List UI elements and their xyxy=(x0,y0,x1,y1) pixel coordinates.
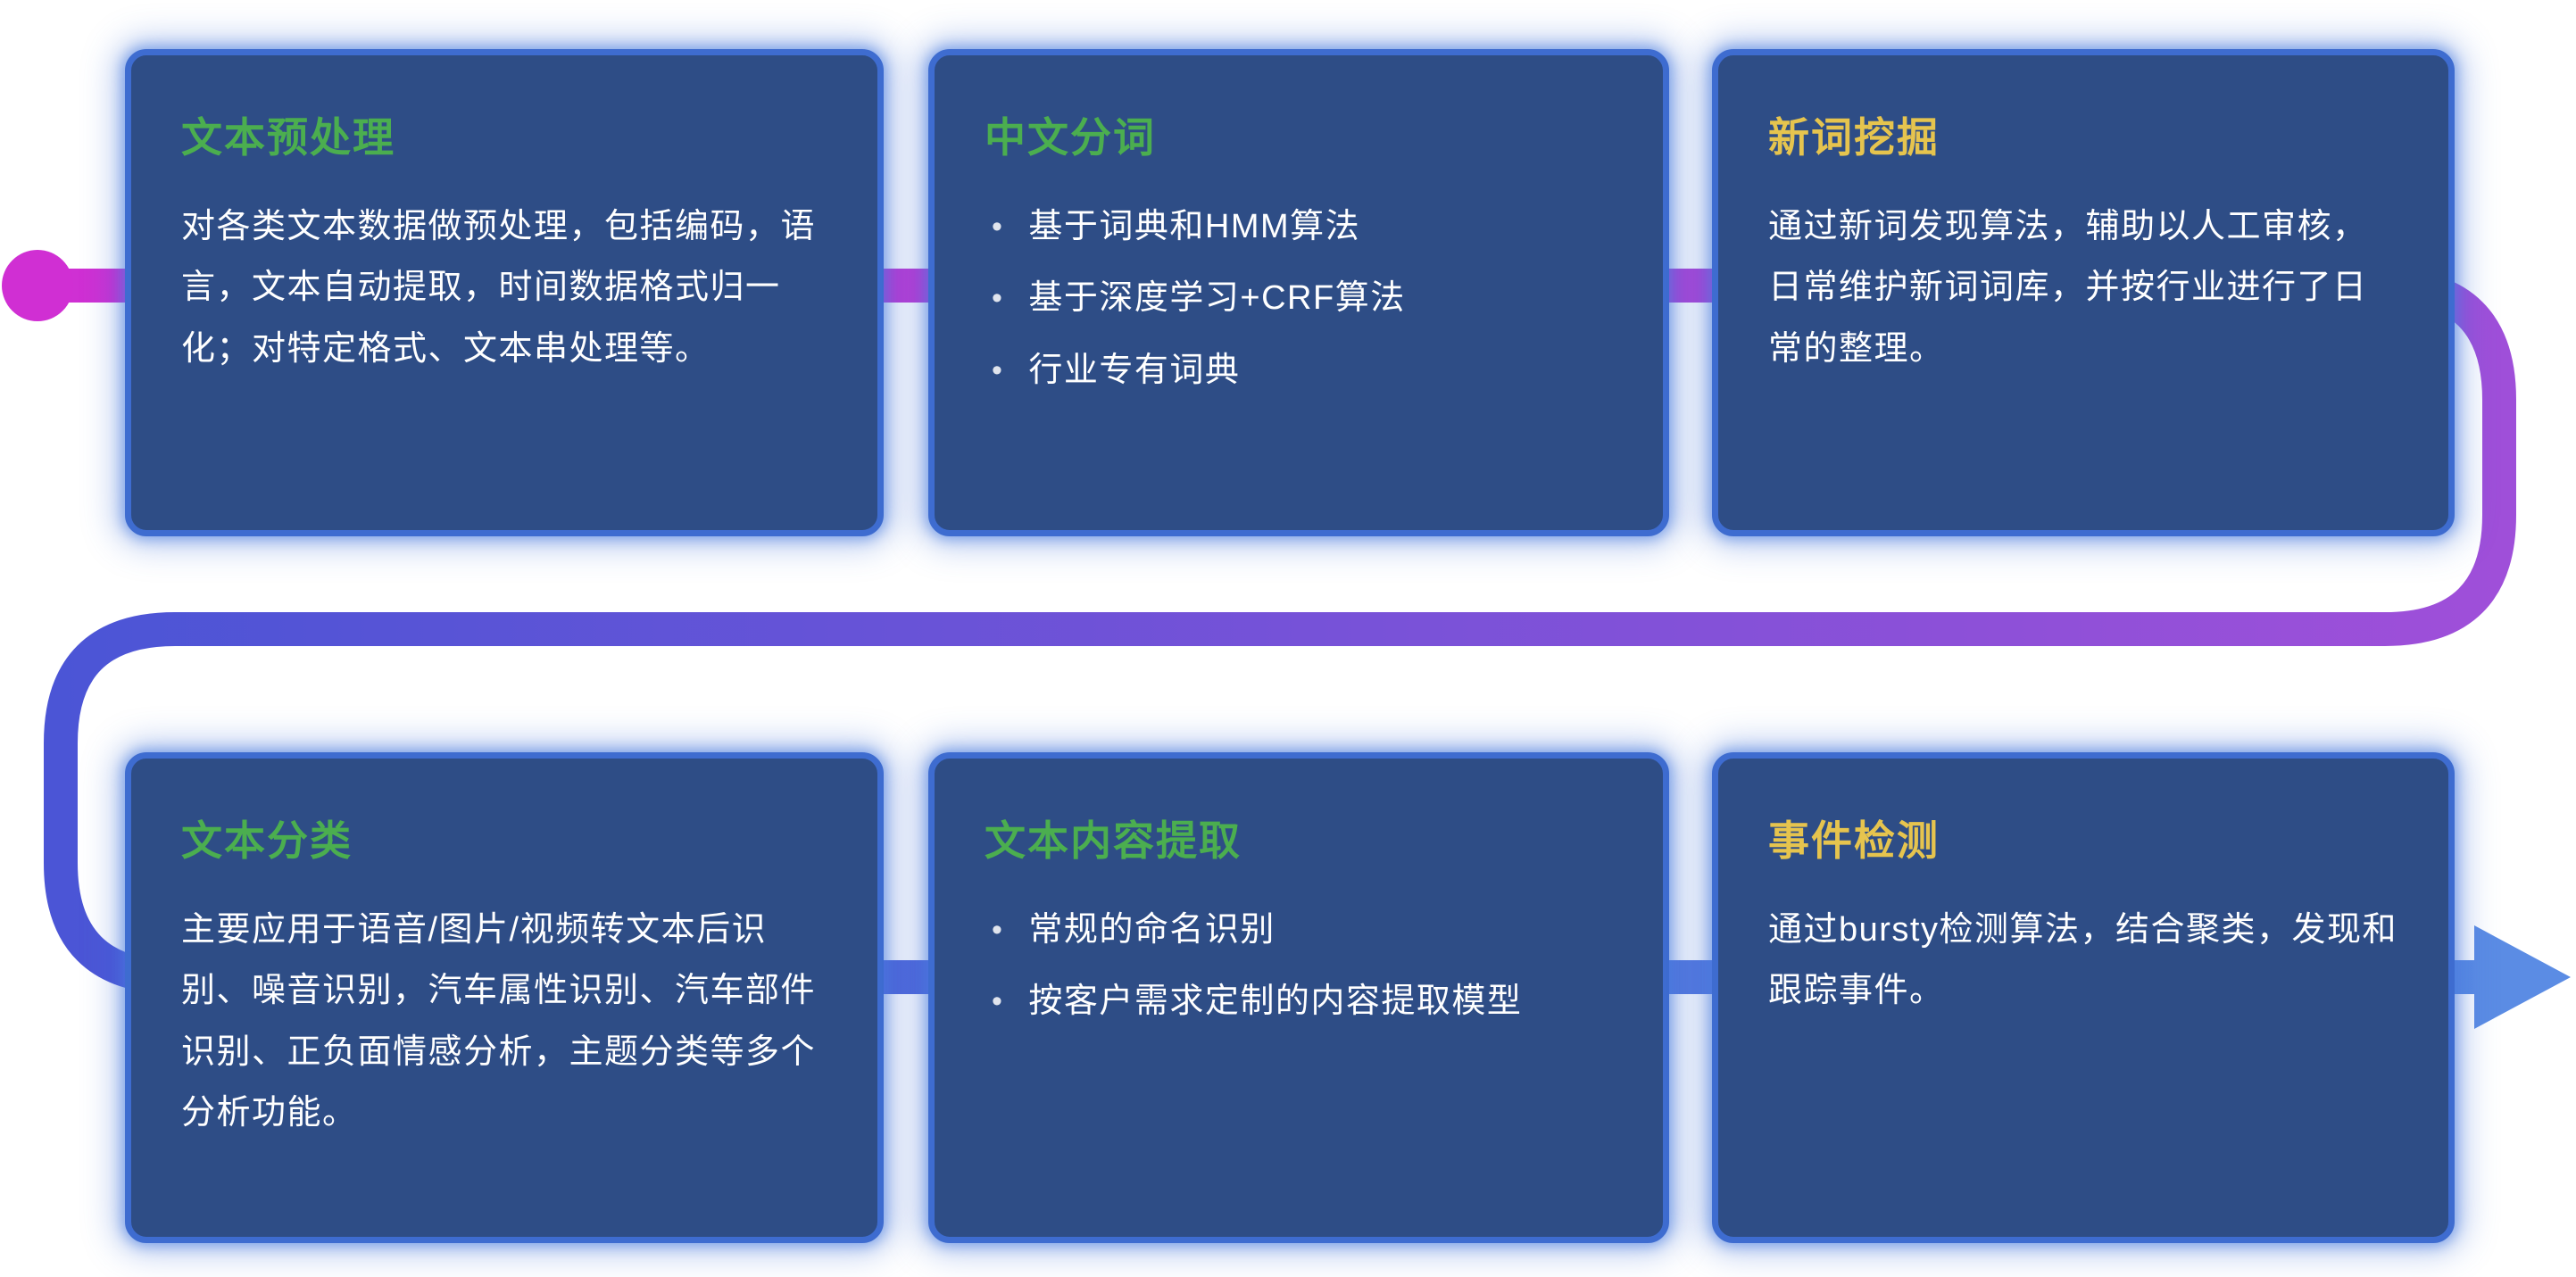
list-item: • 基于词典和HMM算法 xyxy=(985,196,1613,257)
card-title: 事件检测 xyxy=(1768,817,1940,864)
card-title: 新词挖掘 xyxy=(1768,114,1940,161)
bullet-text: 按客户需求定制的内容提取模型 xyxy=(1028,983,1523,1021)
list-item: • 常规的命名识别 xyxy=(985,900,1613,960)
card-new-word-mining: 新词挖掘 通过新词发现算法，辅助以人工审核，日常维护新词词库，并按行业进行了日常… xyxy=(1712,49,2455,536)
bullet-text: 基于深度学习+CRF算法 xyxy=(1028,279,1406,318)
card-title: 中文分词 xyxy=(985,114,1156,161)
card-title: 文本预处理 xyxy=(181,114,395,161)
card-text-classification: 文本分类 主要应用于语音/图片/视频转文本后识别、噪音识别，汽车属性识别、汽车部… xyxy=(125,752,884,1243)
card-body: 通过bursty检测算法，结合聚类，发现和跟踪事件。 xyxy=(1768,911,2397,1010)
card-text-content-extraction: 文本内容提取 • 常规的命名识别 • 按客户需求定制的内容提取模型 xyxy=(928,752,1669,1243)
bullet-icon: • xyxy=(992,281,1004,316)
list-item: • 基于深度学习+CRF算法 xyxy=(985,268,1613,328)
card-event-detection: 事件检测 通过bursty检测算法，结合聚类，发现和跟踪事件。 xyxy=(1712,752,2455,1243)
card-body: 主要应用于语音/图片/视频转文本后识别、噪音识别，汽车属性识别、汽车部件识别、正… xyxy=(181,911,817,1132)
card-body: 对各类文本数据做预处理，包括编码，语言，文本自动提取，时间数据格式归一化；对特定… xyxy=(181,208,817,368)
bullet-text: 基于词典和HMM算法 xyxy=(1028,208,1361,245)
flow-segment-middle xyxy=(44,440,2516,823)
bullet-icon: • xyxy=(992,984,1004,1019)
card-body: 通过新词发现算法，辅助以人工审核，日常维护新词词库，并按行业进行了日常的整理。 xyxy=(1768,208,2368,368)
card-chinese-word-segmentation: 中文分词 • 基于词典和HMM算法 • 基于深度学习+CRF算法 • 行业专有词… xyxy=(928,49,1669,536)
card-title: 文本分类 xyxy=(181,817,353,864)
flow-start-dot-icon xyxy=(2,250,73,321)
bullet-list: • 常规的命名识别 • 按客户需求定制的内容提取模型 xyxy=(985,900,1613,1032)
card-title: 文本内容提取 xyxy=(985,817,1242,864)
bullet-icon: • xyxy=(992,210,1004,244)
bullet-icon: • xyxy=(992,913,1004,947)
list-item: • 按客户需求定制的内容提取模型 xyxy=(985,971,1613,1032)
bullet-list: • 基于词典和HMM算法 • 基于深度学习+CRF算法 • 行业专有词典 xyxy=(985,196,1613,401)
card-text-preprocessing: 文本预处理 对各类文本数据做预处理，包括编码，语言，文本自动提取，时间数据格式归… xyxy=(125,49,884,536)
bullet-icon: • xyxy=(992,352,1004,387)
list-item: • 行业专有词典 xyxy=(985,340,1613,401)
flow-arrow-icon xyxy=(2474,925,2571,1029)
bullet-text: 常规的命名识别 xyxy=(1028,911,1276,949)
bullet-text: 行业专有词典 xyxy=(1028,351,1241,389)
